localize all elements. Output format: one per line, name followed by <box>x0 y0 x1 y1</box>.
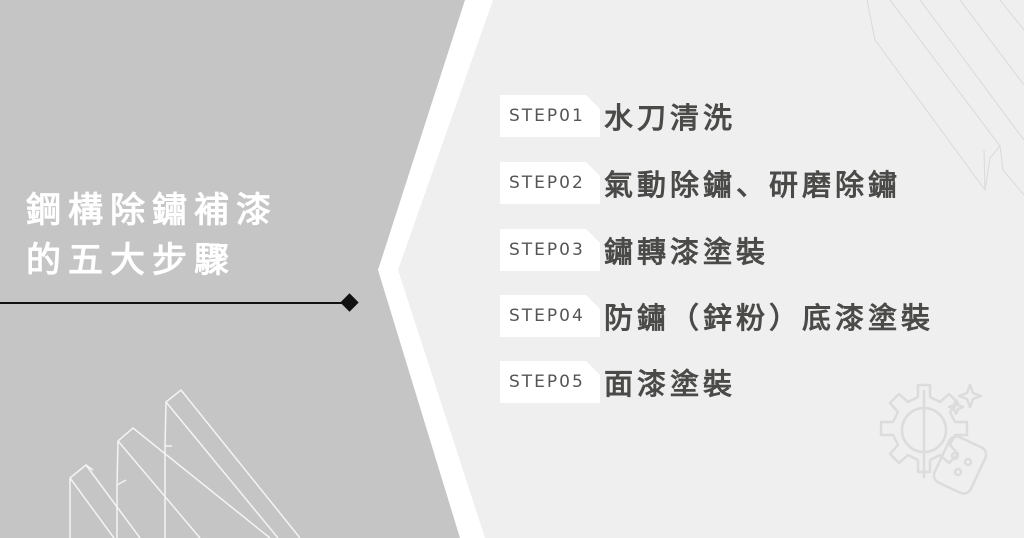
page-title: 鋼構除鏽補漆 的五大步驟 <box>26 186 278 286</box>
step-text: 氣動除鏽、研磨除鏽 <box>604 168 902 202</box>
step-text: 防鏽（鋅粉）底漆塗裝 <box>604 301 935 335</box>
step-badge: STEP05 <box>500 361 600 403</box>
step-badge: STEP02 <box>500 162 600 204</box>
step-text: 水刀清洗 <box>604 101 737 135</box>
step-badge: STEP03 <box>500 229 600 271</box>
step-text: 面漆塗裝 <box>604 367 737 401</box>
step-item-5: STEP05 面漆塗裝 <box>500 361 736 403</box>
title-line-2: 的五大步驟 <box>26 241 237 281</box>
gear-cleaning-icon <box>879 383 988 495</box>
step-item-3: STEP03 鏽轉漆塗裝 <box>500 229 769 271</box>
step-badge: STEP04 <box>500 295 600 337</box>
step-text: 鏽轉漆塗裝 <box>604 235 770 269</box>
step-item-4: STEP04 防鏽（鋅粉）底漆塗裝 <box>500 295 934 337</box>
step-badge: STEP01 <box>500 95 600 137</box>
step-item-2: STEP02 氣動除鏽、研磨除鏽 <box>500 162 901 204</box>
slab-decoration-left <box>69 388 301 538</box>
left-panel <box>0 0 465 538</box>
step-item-1: STEP01 水刀清洗 <box>500 95 736 137</box>
divider-line <box>0 302 345 304</box>
slab-decoration-right <box>866 0 1024 196</box>
title-line-1: 鋼構除鏽補漆 <box>26 191 279 231</box>
